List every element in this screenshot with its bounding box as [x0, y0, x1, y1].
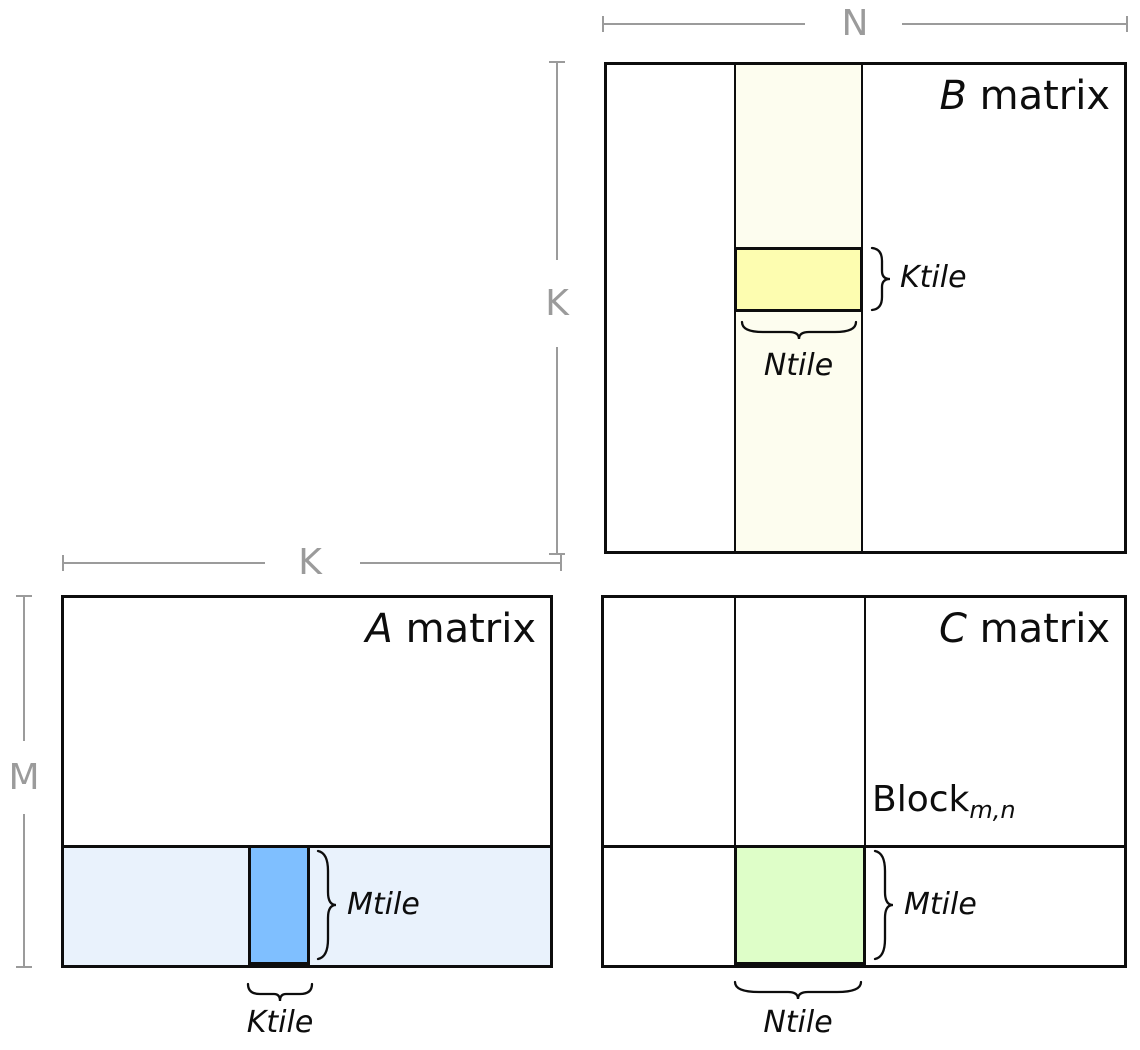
c-strip-line-right [864, 598, 866, 965]
c-strip-line-left [734, 598, 736, 965]
b-ktile-brace [869, 246, 893, 312]
b-matrix-letter: B [939, 73, 967, 119]
c-matrix-word: matrix [966, 606, 1110, 652]
b-matrix: Ktile Ntile B matrix [604, 62, 1127, 554]
dim-k-b-cap-bottom [549, 553, 565, 555]
dim-k-b-label: K [545, 283, 569, 324]
dim-k-a-line-right [360, 562, 562, 564]
b-ktile-ntile-tile [734, 247, 863, 312]
dim-m-line-top [23, 596, 25, 741]
a-mtile-ktile-tile [248, 845, 310, 965]
a-mtile-brace [315, 849, 339, 961]
c-mtile-ntile-tile [734, 845, 866, 965]
dim-n-label: N [841, 3, 869, 44]
c-matrix-letter: C [938, 606, 967, 652]
dim-k-a-line-left [63, 562, 265, 564]
c-mtile-brace [872, 849, 896, 961]
c-ntile-label: Ntile [763, 1005, 833, 1040]
dim-k-b-line-bottom [556, 347, 558, 555]
b-ktile-label: Ktile [900, 260, 967, 295]
c-matrix: Blockm,n Mtile C matrix [601, 595, 1127, 968]
a-matrix-word: matrix [392, 606, 536, 652]
c-block-label: Blockm,n [872, 779, 1016, 822]
dim-n-cap-right [1126, 16, 1128, 32]
c-mtile-label: Mtile [904, 887, 977, 922]
b-matrix-word: matrix [966, 73, 1110, 119]
a-ktile-label: Ktile [246, 1005, 314, 1040]
dim-n-line-right [902, 23, 1128, 25]
dim-m-cap-bottom [16, 966, 32, 968]
dim-k-a-label: K [298, 542, 322, 583]
dim-k-b-line-top [556, 62, 558, 260]
a-matrix-title: A matrix [366, 606, 536, 652]
b-matrix-title: B matrix [939, 73, 1110, 119]
dim-n-line-left [603, 23, 805, 25]
c-block-word: Block [872, 779, 970, 820]
dim-m-line-bottom [23, 814, 25, 968]
a-matrix-letter: A [365, 606, 393, 652]
c-matrix-title: C matrix [939, 606, 1110, 652]
c-block-subscript: m,n [969, 796, 1016, 824]
a-matrix: Mtile A matrix [61, 595, 553, 968]
a-ktile-brace [246, 981, 314, 1003]
dim-m-label: M [8, 757, 40, 798]
dim-k-a-cap-right [560, 555, 562, 571]
a-mtile-label: Mtile [347, 887, 420, 922]
c-ntile-brace [733, 979, 863, 1001]
b-ntile-label: Ntile [763, 348, 834, 383]
b-ntile-brace [740, 319, 858, 341]
